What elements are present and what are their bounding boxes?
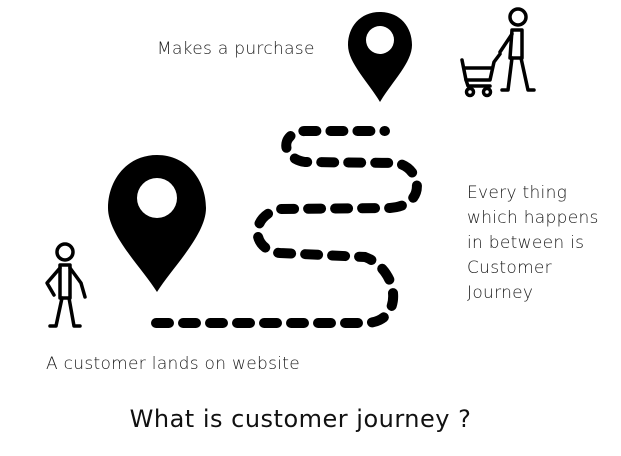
person-with-shopping-cart-icon (460, 7, 536, 98)
end-location-pin-icon (348, 12, 412, 102)
diagram-title: What is customer journey ? (0, 405, 621, 433)
person-walking-icon (45, 242, 87, 328)
journey-path (151, 126, 422, 328)
diagram-title-text: What is customer journey ? (129, 405, 472, 433)
journey-explanation-line: Journey (467, 283, 534, 303)
purchase-label: Makes a purchase (157, 39, 315, 59)
journey-explanation: Every thing which happens in between is … (467, 181, 617, 306)
landing-label: A customer lands on website (46, 354, 300, 374)
journey-explanation-line: Customer (467, 258, 552, 278)
start-location-pin-icon (108, 155, 206, 292)
journey-explanation-line: Every thing (467, 183, 568, 203)
journey-explanation-line: in between is (467, 233, 585, 253)
journey-explanation-line: which happens (467, 208, 599, 228)
